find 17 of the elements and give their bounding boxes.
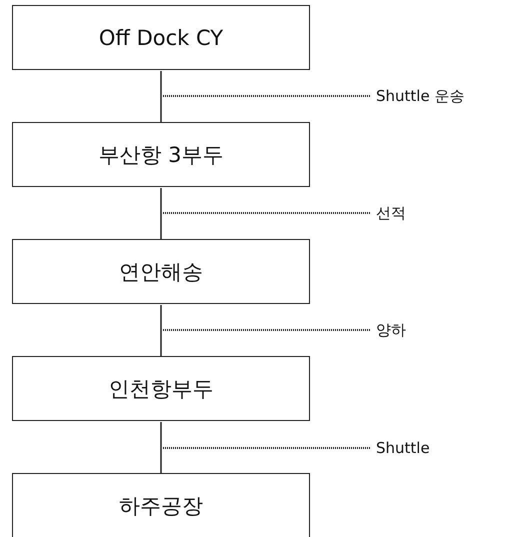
connector-line [160, 188, 162, 239]
connector-line [160, 422, 162, 473]
leader-line [162, 95, 370, 97]
connector-line [160, 71, 162, 122]
process-box: 부산항 3부두 [12, 122, 310, 187]
connector-line [160, 305, 162, 356]
process-box: 하주공장 [12, 473, 310, 537]
step-label: Shuttle [376, 439, 430, 457]
leader-line [162, 329, 370, 331]
leader-line [162, 212, 370, 214]
step-label: Shuttle 운송 [376, 87, 464, 105]
process-box: 연안해송 [12, 239, 310, 304]
leader-line [162, 447, 370, 449]
process-box: Off Dock CY [12, 5, 310, 70]
step-label: 선적 [376, 204, 406, 222]
step-label: 양하 [376, 321, 406, 339]
process-box: 인천항부두 [12, 356, 310, 421]
